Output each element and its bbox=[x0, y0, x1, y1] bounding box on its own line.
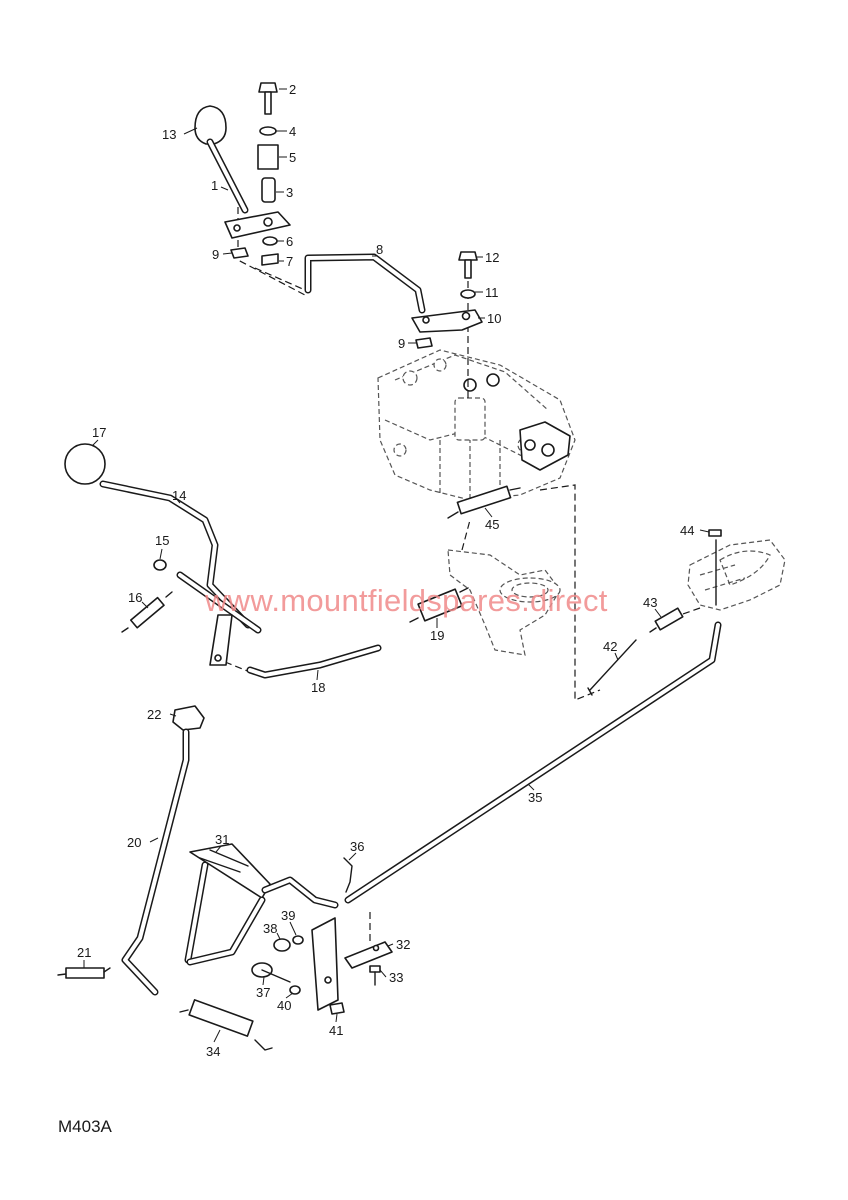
spring-21 bbox=[57, 967, 111, 979]
handle-rod-20 bbox=[121, 705, 205, 996]
washer-15 bbox=[153, 559, 167, 571]
range-lever-assembly bbox=[64, 443, 262, 666]
callout-12: 12 bbox=[485, 250, 499, 265]
callout-10: 10 bbox=[487, 311, 501, 326]
nut-41 bbox=[329, 1002, 345, 1015]
callout-4: 4 bbox=[289, 124, 296, 139]
callout-5: 5 bbox=[289, 150, 296, 165]
spring-45 bbox=[447, 485, 521, 519]
callout-31: 31 bbox=[215, 832, 229, 847]
callout-38: 38 bbox=[263, 921, 277, 936]
washer-11 bbox=[460, 289, 476, 299]
callout-9-right: 9 bbox=[398, 336, 405, 351]
callout-11: 11 bbox=[485, 285, 499, 300]
callout-13: 13 bbox=[162, 127, 176, 142]
washer-44 bbox=[708, 529, 722, 537]
bracket-32 bbox=[344, 941, 393, 969]
pedal-hardware bbox=[251, 857, 393, 1015]
callout-15: 15 bbox=[155, 533, 169, 548]
bolt-2 bbox=[258, 82, 278, 93]
callout-39: 39 bbox=[281, 908, 295, 923]
watermark-text: www.mountfieldspares.direct bbox=[204, 583, 608, 618]
callout-3: 3 bbox=[286, 185, 293, 200]
callout-36: 36 bbox=[350, 839, 364, 854]
callout-17: 17 bbox=[92, 425, 106, 440]
washer-40 bbox=[289, 985, 301, 995]
nut-9-right bbox=[415, 337, 433, 349]
callout-34: 34 bbox=[206, 1044, 220, 1059]
leader-lines bbox=[83, 88, 710, 1043]
washer-39 bbox=[292, 935, 304, 945]
callout-40: 40 bbox=[277, 998, 291, 1013]
transmission-housing bbox=[377, 349, 576, 501]
washer-4 bbox=[259, 126, 277, 136]
callout-32: 32 bbox=[396, 937, 410, 952]
callout-45: 45 bbox=[485, 517, 499, 532]
bush-38 bbox=[273, 938, 291, 952]
callout-41: 41 bbox=[329, 1023, 343, 1038]
washer-6 bbox=[262, 236, 278, 246]
callout-37: 37 bbox=[256, 985, 270, 1000]
spacer-3 bbox=[261, 177, 276, 203]
diagram-code: M403A bbox=[58, 1117, 113, 1136]
r-clip-36 bbox=[343, 857, 353, 893]
handle-knob-22 bbox=[172, 705, 205, 731]
nut-7 bbox=[261, 253, 279, 266]
screw-33 bbox=[369, 965, 381, 973]
bolt-12 bbox=[458, 251, 478, 261]
callout-8: 8 bbox=[376, 242, 383, 257]
callout-14: 14 bbox=[172, 488, 186, 503]
pedal-bracket-assembly bbox=[687, 539, 786, 611]
callout-33: 33 bbox=[389, 970, 403, 985]
callout-20: 20 bbox=[127, 835, 141, 850]
callout-18: 18 bbox=[311, 680, 325, 695]
callout-9-left: 9 bbox=[212, 247, 219, 262]
callout-42: 42 bbox=[603, 639, 617, 654]
callout-19: 19 bbox=[430, 628, 444, 643]
callout-43: 43 bbox=[643, 595, 657, 610]
idler-pulley-bracket bbox=[447, 549, 561, 656]
nut-9-left bbox=[230, 247, 249, 259]
spring-19 bbox=[409, 587, 469, 623]
brake-pedal-31 bbox=[184, 843, 339, 1011]
callout-44: 44 bbox=[680, 523, 694, 538]
callout-7: 7 bbox=[286, 254, 293, 269]
callout-22: 22 bbox=[147, 707, 161, 722]
callout-1: 1 bbox=[211, 178, 218, 193]
spring-34 bbox=[179, 999, 273, 1051]
spring-5 bbox=[257, 144, 279, 170]
link-rod-18 bbox=[246, 644, 382, 679]
selector-arm-assembly bbox=[411, 251, 483, 349]
long-rod-35 bbox=[344, 621, 722, 904]
callout-16: 16 bbox=[128, 590, 142, 605]
callout-2: 2 bbox=[289, 82, 296, 97]
range-knob-17 bbox=[64, 443, 106, 485]
callout-6: 6 bbox=[286, 234, 293, 249]
right-small-parts bbox=[587, 529, 722, 696]
callout-21: 21 bbox=[77, 945, 91, 960]
gear-knob-13 bbox=[194, 105, 227, 145]
gear-rod-8 bbox=[304, 253, 426, 314]
callout-labels: 13 2 4 5 3 1 9 6 7 8 12 11 10 9 17 14 15… bbox=[77, 82, 694, 1059]
gear-lever-assembly bbox=[194, 82, 291, 266]
callout-35: 35 bbox=[528, 790, 542, 805]
